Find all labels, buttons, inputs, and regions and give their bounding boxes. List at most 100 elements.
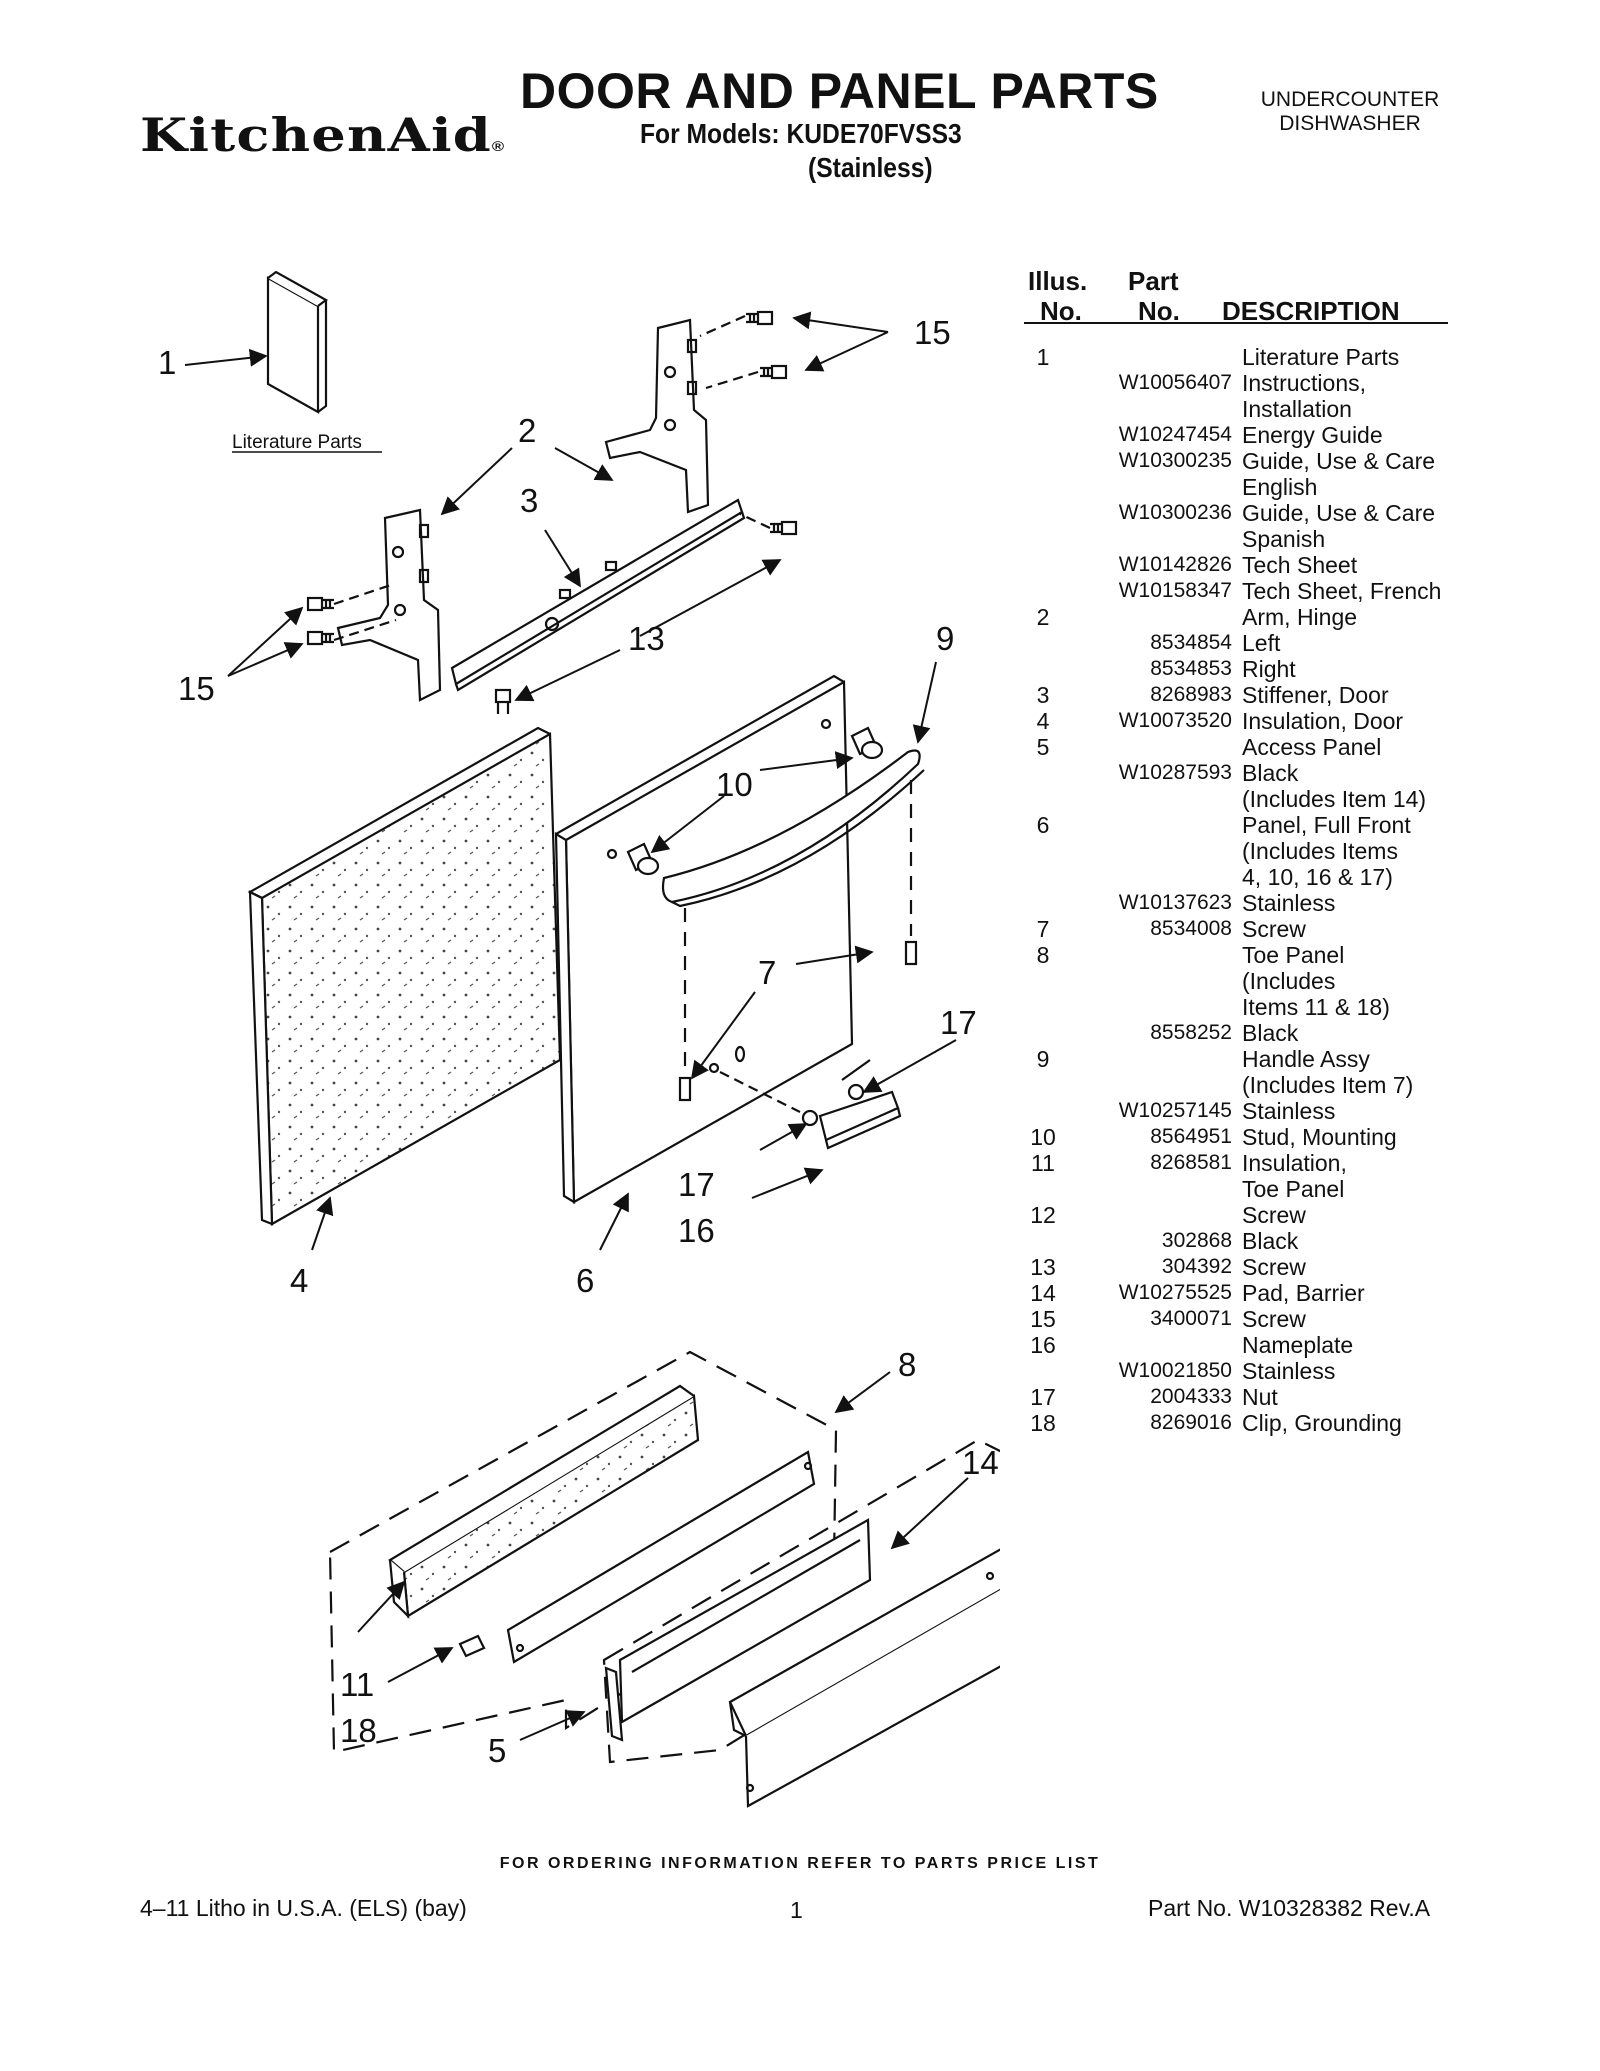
part-description: Screw (1242, 1202, 1306, 1228)
illus-number: 6 (1036, 812, 1050, 838)
part-description: Spanish (1242, 526, 1326, 552)
door-insulation-shape (260, 732, 562, 1226)
table-row: W10021850 Stainless (1024, 1358, 1504, 1384)
callout-15-left: 15 (178, 670, 215, 707)
part-number: 8268983 (1150, 683, 1232, 706)
illus-number: 8 (1036, 942, 1050, 968)
part-description: Literature Parts (1242, 344, 1400, 370)
table-row: (Includes Items (1024, 838, 1504, 864)
part-description: Black (1242, 1020, 1299, 1046)
page-number: 1 (790, 1897, 803, 1923)
part-number: W10073520 (1118, 709, 1232, 732)
illus-number: 1 (1036, 344, 1050, 370)
callout-17-right: 17 (940, 1004, 977, 1041)
part-description: Stainless (1242, 1098, 1336, 1124)
part-number: 8534008 (1150, 917, 1232, 940)
part-number: W10300236 (1118, 501, 1232, 524)
part-description: Black (1242, 1228, 1299, 1254)
callout-14: 14 (962, 1444, 999, 1481)
part-description: (Includes Item 14) (1242, 786, 1427, 812)
callout-2: 2 (518, 412, 536, 449)
illus-number: 7 (1036, 916, 1050, 942)
illus-number: 15 (1030, 1306, 1056, 1332)
illus-number: 3 (1036, 682, 1050, 708)
part-number: W10247454 (1118, 423, 1232, 446)
literature-book-shape (266, 270, 329, 414)
part-number: W10142826 (1118, 553, 1232, 576)
illus-number: 5 (1036, 734, 1050, 760)
part-description: Insulation, Door (1242, 708, 1404, 734)
part-description: Nut (1242, 1384, 1278, 1410)
callout-15-top: 15 (914, 314, 951, 351)
callout-8: 8 (898, 1346, 916, 1383)
product-type: UNDERCOUNTER DISHWASHER (1230, 88, 1470, 136)
part-description: English (1242, 474, 1318, 500)
document-part-number: Part No. W10328382 Rev.A (1148, 1895, 1431, 1921)
grounding-clip-shape (458, 1634, 486, 1658)
page-title: DOOR AND PANEL PARTS (520, 63, 1159, 119)
part-number: W10056407 (1118, 371, 1232, 394)
part-number: W10021850 (1118, 1359, 1232, 1382)
part-description: Stainless (1242, 890, 1336, 916)
part-description: Left (1242, 630, 1281, 656)
ordering-note: FOR ORDERING INFORMATION REFER TO PARTS … (499, 1855, 1101, 1872)
brand-logo: KitchenAid® (140, 108, 505, 162)
part-description: Items 11 & 18) (1242, 994, 1390, 1020)
callout-5: 5 (488, 1732, 506, 1769)
table-row: W10056407 Instructions, (1024, 370, 1504, 396)
handle-shape (661, 749, 921, 904)
callout-11: 11 (340, 1666, 374, 1703)
part-description: Black (1242, 760, 1299, 786)
illus-number: 16 (1030, 1332, 1056, 1358)
part-description: Right (1242, 656, 1296, 682)
part-description: Stiffener, Door (1242, 682, 1389, 708)
callout-1: 1 (158, 344, 176, 381)
table-row: 4 W10073520 Insulation, Door (1024, 708, 1504, 734)
part-description: Stainless (1242, 1358, 1336, 1384)
screw-shapes (306, 310, 798, 714)
part-description: Tech Sheet (1242, 552, 1358, 578)
product-type-line2: DISHWASHER (1279, 112, 1421, 135)
nut-shape (801, 1109, 819, 1127)
part-description: Panel, Full Front (1242, 812, 1411, 838)
callout-7: 7 (758, 954, 776, 991)
illus-number: 18 (1030, 1410, 1056, 1436)
part-number: 2004333 (1150, 1385, 1232, 1408)
callout-6: 6 (576, 1262, 594, 1299)
callout-18: 18 (340, 1712, 377, 1749)
litho-line: 4–11 Litho in U.S.A. (ELS) (bay) (140, 1895, 467, 1921)
part-description: Handle Assy (1242, 1046, 1370, 1072)
part-number: W10275525 (1118, 1281, 1232, 1304)
illus-number: 14 (1030, 1280, 1056, 1306)
callout-13: 13 (628, 620, 665, 657)
part-description: Instructions, (1242, 370, 1366, 396)
callout-16: 16 (678, 1212, 715, 1249)
callout-4: 4 (290, 1262, 308, 1299)
table-row: Spanish (1024, 526, 1504, 552)
illus-number: 4 (1036, 708, 1050, 734)
table-row: 4, 10, 16 & 17) (1024, 864, 1504, 890)
literature-parts-label: Literature Parts (232, 432, 362, 453)
header-description: DESCRIPTION (1222, 296, 1400, 326)
brand-registered-mark: ® (491, 138, 506, 154)
illus-number: 10 (1030, 1124, 1056, 1150)
table-row: W10142826 Tech Sheet (1024, 552, 1504, 578)
table-row: 3 8268983 Stiffener, Door (1024, 682, 1504, 708)
part-number: 8268581 (1150, 1151, 1232, 1174)
illus-number: 2 (1036, 604, 1050, 630)
